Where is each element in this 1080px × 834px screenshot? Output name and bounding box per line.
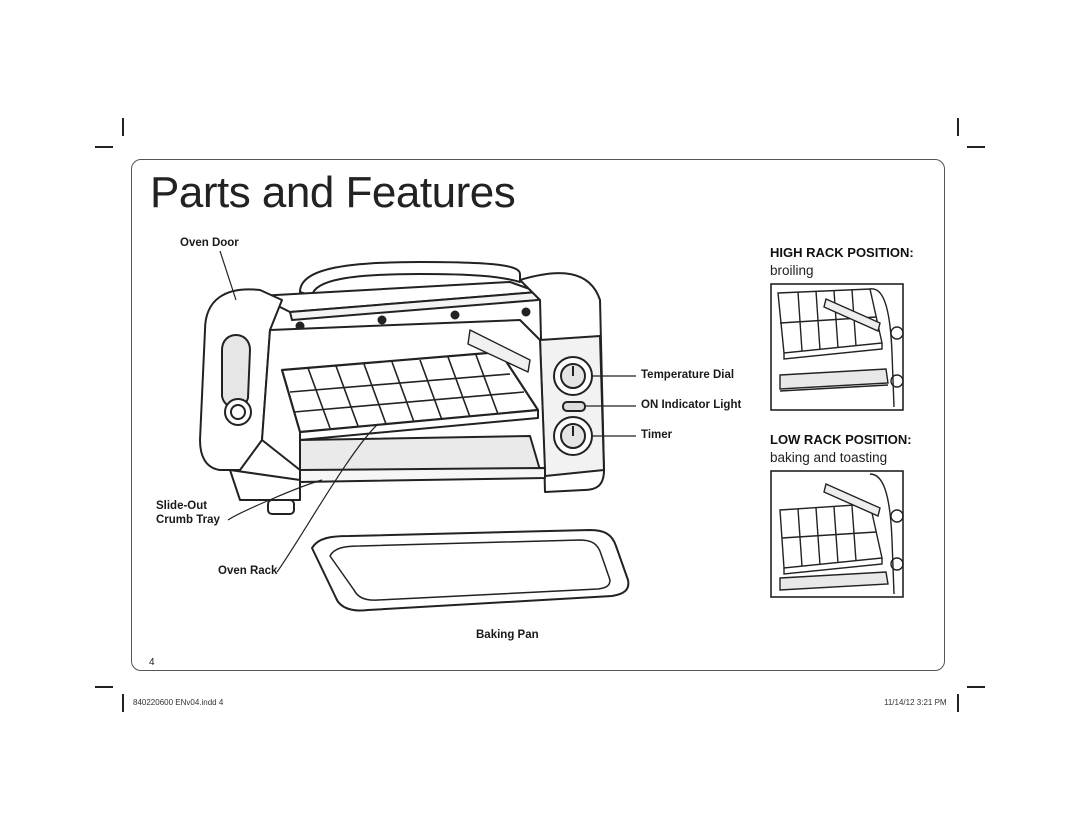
crop-mark-tl-v xyxy=(122,118,124,136)
crop-mark-tr-v xyxy=(957,118,959,136)
crop-mark-bl-h xyxy=(95,686,113,688)
callout-oven-rack: Oven Rack xyxy=(218,565,278,577)
low-rack-use: baking and toasting xyxy=(770,450,888,465)
page-title: Parts and Features xyxy=(150,168,516,217)
print-slug-file: 840220600 ENv04.indd 4 xyxy=(133,698,224,707)
crop-mark-tr-h xyxy=(967,146,985,148)
crop-mark-br-h xyxy=(967,686,985,688)
callout-on-indicator-light: ON Indicator Light xyxy=(641,399,742,411)
page-number: 4 xyxy=(149,657,155,668)
crop-mark-br-v xyxy=(957,694,959,712)
callout-baking-pan: Baking Pan xyxy=(476,629,539,641)
callout-crumb-tray: Crumb Tray xyxy=(156,514,220,526)
high-rack-heading: HIGH RACK POSITION: xyxy=(770,245,914,260)
callout-oven-door: Oven Door xyxy=(180,237,239,249)
print-slug-date: 11/14/12 3:21 PM xyxy=(884,698,947,707)
low-rack-heading: LOW RACK POSITION: xyxy=(770,432,912,447)
low-rack-illustration xyxy=(770,470,904,598)
crop-mark-bl-v xyxy=(122,694,124,712)
callout-timer: Timer xyxy=(641,429,673,441)
high-rack-illustration xyxy=(770,283,904,411)
crop-mark-tl-h xyxy=(95,146,113,148)
callout-slide-out: Slide-Out xyxy=(156,500,208,512)
page-frame xyxy=(131,159,945,671)
high-rack-use: broiling xyxy=(770,263,814,278)
callout-temperature-dial: Temperature Dial xyxy=(641,369,735,381)
